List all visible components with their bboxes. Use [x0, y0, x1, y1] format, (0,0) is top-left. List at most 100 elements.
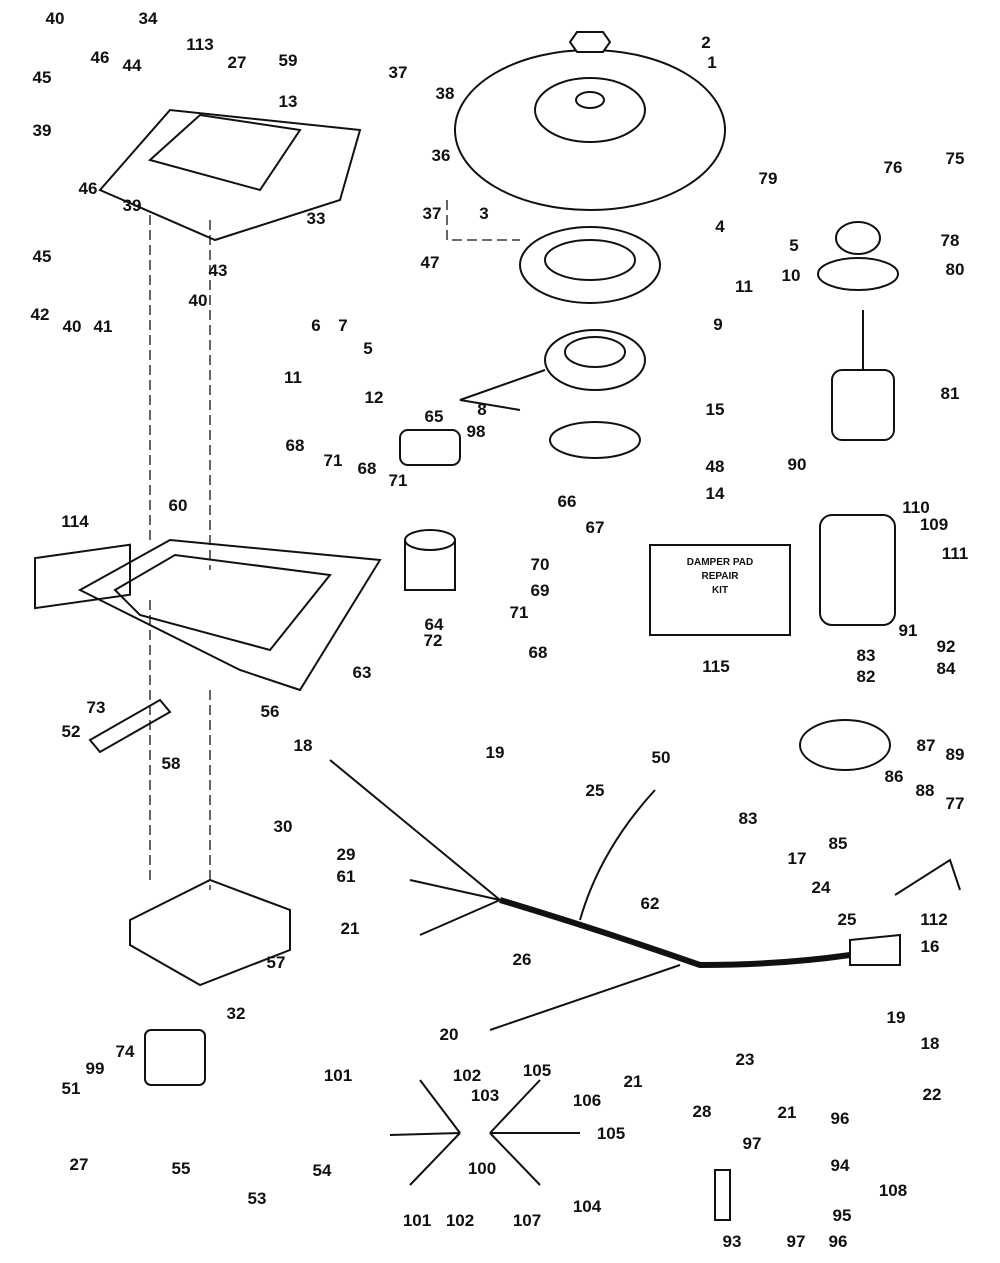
callout-45: 45 — [33, 68, 52, 87]
flywheel-center — [575, 91, 605, 109]
callout-59: 59 — [279, 51, 298, 70]
timer-arm — [459, 369, 546, 411]
callout-40: 40 — [46, 9, 65, 28]
cover-top — [147, 113, 302, 192]
callout-43: 43 — [209, 261, 228, 280]
callout-16: 16 — [921, 937, 940, 956]
callout-92: 92 — [937, 637, 956, 656]
sleeve-65 — [399, 429, 461, 466]
callout-97: 97 — [787, 1232, 806, 1251]
callout-8: 8 — [477, 400, 486, 419]
bracket-inner — [113, 553, 332, 652]
callout-21: 21 — [624, 1072, 643, 1091]
stator-inner — [544, 239, 636, 281]
callout-24: 24 — [812, 878, 831, 897]
callout-19: 19 — [887, 1008, 906, 1027]
callout-46: 46 — [79, 179, 98, 198]
callout-50: 50 — [652, 748, 671, 767]
callout-85: 85 — [829, 834, 848, 853]
callout-12: 12 — [365, 388, 384, 407]
electrical-cover — [98, 108, 362, 242]
callout-112: 112 — [920, 910, 947, 929]
flywheel-hub — [534, 77, 646, 143]
callout-18: 18 — [921, 1034, 940, 1053]
callout-87: 87 — [917, 736, 936, 755]
callout-105: 105 — [523, 1061, 551, 1080]
timer-base-inner — [564, 336, 626, 368]
damper-pad-repair-kit: DAMPER PAD REPAIR KIT — [649, 544, 791, 636]
drive-head — [835, 221, 881, 255]
callout-20: 20 — [440, 1025, 459, 1044]
callout-82: 82 — [857, 667, 876, 686]
callout-86: 86 — [885, 767, 904, 786]
callout-65: 65 — [425, 407, 444, 426]
callout-40: 40 — [189, 291, 208, 310]
decal-114 — [34, 543, 131, 610]
callout-7: 7 — [338, 316, 347, 335]
callout-68: 68 — [529, 643, 548, 662]
callout-103: 103 — [471, 1086, 499, 1105]
callout-40: 40 — [63, 317, 82, 336]
callout-52: 52 — [62, 722, 81, 741]
callout-100: 100 — [468, 1159, 496, 1178]
callout-99: 99 — [86, 1059, 105, 1078]
callout-79: 79 — [759, 169, 778, 188]
callout-113: 113 — [186, 35, 213, 54]
callout-71: 71 — [389, 471, 408, 490]
callout-11: 11 — [284, 368, 302, 387]
stator — [519, 226, 661, 304]
callout-74: 74 — [116, 1042, 135, 1061]
callout-111: 111 — [942, 544, 969, 563]
callout-95: 95 — [833, 1206, 852, 1225]
callout-11: 11 — [735, 277, 753, 296]
wire-harness — [499, 897, 851, 969]
callout-66: 66 — [558, 492, 577, 511]
ignition-coil — [144, 1029, 206, 1086]
callout-33: 33 — [307, 209, 326, 228]
callout-53: 53 — [248, 1189, 267, 1208]
callout-96: 96 — [831, 1109, 850, 1128]
callout-14: 14 — [706, 484, 725, 503]
callout-37: 37 — [423, 204, 442, 223]
callout-58: 58 — [162, 754, 181, 773]
kit-label-line2: REPAIR — [701, 571, 739, 582]
callout-62: 62 — [641, 894, 660, 913]
callout-18: 18 — [294, 736, 313, 755]
callout-22: 22 — [923, 1085, 942, 1104]
callout-96: 96 — [829, 1232, 848, 1251]
callout-48: 48 — [706, 457, 725, 476]
callout-93: 93 — [723, 1232, 742, 1251]
callout-25: 25 — [586, 781, 605, 800]
callout-21: 21 — [778, 1103, 797, 1122]
callout-70: 70 — [531, 555, 550, 574]
callout-114: 114 — [61, 512, 89, 531]
callout-69: 69 — [531, 581, 550, 600]
callout-63: 63 — [353, 663, 372, 682]
callout-71: 71 — [324, 451, 343, 470]
callout-41: 41 — [94, 317, 113, 336]
callout-84: 84 — [937, 659, 956, 678]
callout-5: 5 — [363, 339, 372, 358]
callout-15: 15 — [706, 400, 725, 419]
callout-81: 81 — [941, 384, 960, 403]
callout-108: 108 — [879, 1181, 907, 1200]
starter-frame — [819, 514, 896, 626]
callout-47: 47 — [421, 253, 440, 272]
callout-105: 105 — [597, 1124, 625, 1143]
callout-60: 60 — [169, 496, 188, 515]
alignment-line — [149, 200, 520, 890]
callout-90: 90 — [788, 455, 807, 474]
callout-5: 5 — [789, 236, 798, 255]
callout-102: 102 — [446, 1211, 474, 1230]
component-drawings: DAMPER PAD REPAIR KIT — [34, 31, 961, 1221]
harness-connector — [849, 933, 901, 966]
starter-armature — [831, 369, 895, 441]
callout-28: 28 — [693, 1102, 712, 1121]
callout-83: 83 — [857, 646, 876, 665]
callout-42: 42 — [31, 305, 50, 324]
callout-106: 106 — [573, 1091, 601, 1110]
callout-101: 101 — [403, 1211, 431, 1230]
callout-88: 88 — [916, 781, 935, 800]
